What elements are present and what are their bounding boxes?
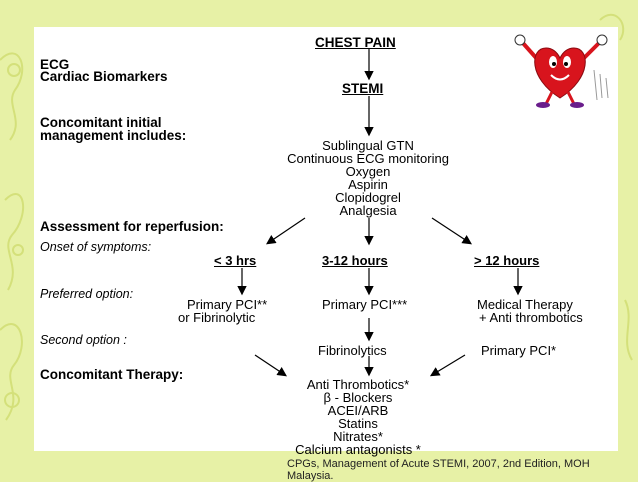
second-option-label: Second option : xyxy=(40,333,127,347)
second-mid-fibrinolytics: Fibrinolytics xyxy=(318,343,387,358)
preferred-option-label: Preferred option: xyxy=(40,287,134,301)
preferred-late-antithrombotics: + Anti thrombotics xyxy=(479,310,583,325)
assessment-reperfusion-label: Assessment for reperfusion: xyxy=(40,219,224,234)
arrow-to-early xyxy=(266,217,306,245)
preferred-early-fibrinolytic: or Fibrinolytic xyxy=(178,310,256,325)
management-includes-label: management includes: xyxy=(40,128,187,143)
concomitant-therapy-item: ACEI/ARB xyxy=(327,403,389,418)
concomitant-therapy-item: Calcium antagonists * xyxy=(295,442,421,457)
preferred-late-medical-therapy: Medical Therapy xyxy=(477,297,573,312)
concomitant-therapy-item: β - Blockers xyxy=(323,390,393,405)
second-late-primary-pci: Primary PCI* xyxy=(481,343,557,358)
concomitant-therapy-item: Nitrates* xyxy=(333,429,383,444)
initial-mgmt-item: Clopidogrel xyxy=(335,190,401,205)
initial-mgmt-item: Continuous ECG monitoring xyxy=(287,151,449,166)
initial-mgmt-item: Sublingual GTN xyxy=(322,138,414,153)
time-window-late: > 12 hours xyxy=(474,253,540,268)
arrow-late-concomitant xyxy=(429,354,466,377)
preferred-early-primary-pci: Primary PCI** xyxy=(187,297,268,312)
chest-pain-title: CHEST PAIN xyxy=(315,35,396,50)
ecg-label: ECG xyxy=(40,57,70,72)
citation-footer: CPGs, Management of Acute STEMI, 2007, 2… xyxy=(287,458,590,482)
stemi-label: STEMI xyxy=(342,81,384,96)
cardiac-biomarkers-label: Cardiac Biomarkers xyxy=(40,69,168,84)
diagram-panel xyxy=(34,27,618,451)
concomitant-initial-label: Concomitant initial xyxy=(40,115,162,130)
concomitant-therapy-item: Anti Thrombotics* xyxy=(306,377,410,392)
initial-mgmt-item: Analgesia xyxy=(339,203,397,218)
initial-mgmt-item: Aspirin xyxy=(348,177,388,192)
concomitant-therapy-item: Statins xyxy=(338,416,378,431)
initial-mgmt-item: Oxygen xyxy=(345,164,391,179)
arrow-early-concomitant xyxy=(254,354,287,377)
arrow-to-late xyxy=(431,217,473,245)
heart-mascot-icon xyxy=(514,34,609,108)
onset-symptoms-label: Onset of symptoms: xyxy=(40,240,152,254)
concomitant-therapy-label: Concomitant Therapy: xyxy=(40,367,184,382)
preferred-mid-primary-pci: Primary PCI*** xyxy=(322,297,408,312)
time-window-mid: 3-12 hours xyxy=(322,253,388,268)
time-window-early: < 3 hrs xyxy=(214,253,257,268)
